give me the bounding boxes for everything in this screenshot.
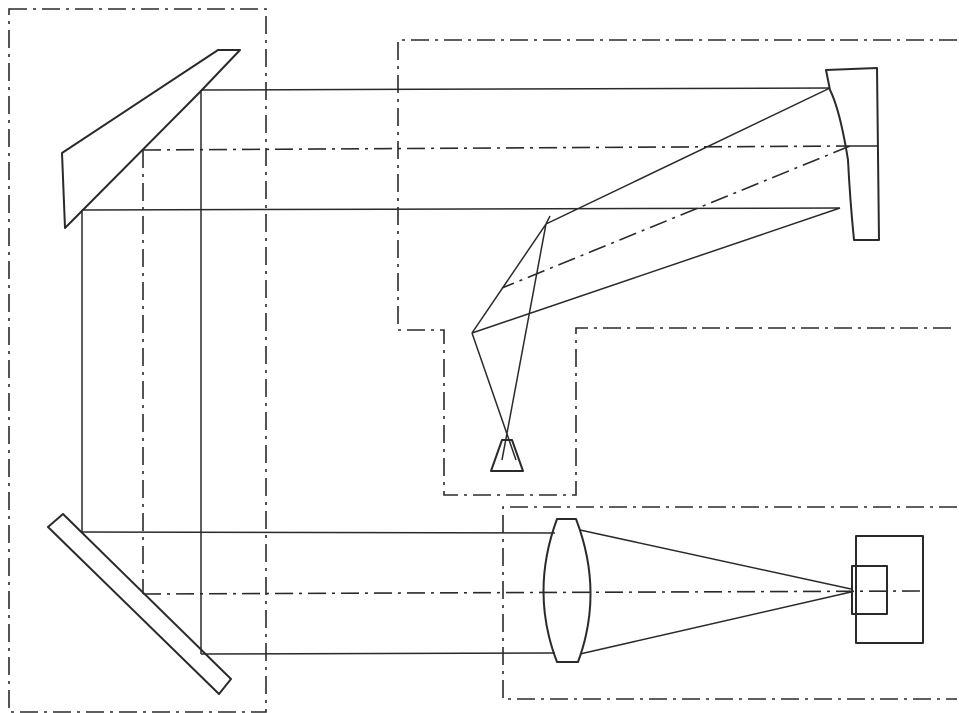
prism-focus-assembly — [471, 215, 551, 472]
objective-lens — [542, 518, 592, 663]
left-housing-outline — [8, 8, 267, 713]
detector-sensor — [851, 565, 888, 615]
lower-ray-bottom — [200, 652, 556, 655]
upper-fold-mirror — [61, 49, 241, 229]
reflected-ray-axis — [501, 145, 851, 289]
prism-left-face — [471, 215, 551, 334]
upper-right-housing-outline — [397, 39, 957, 496]
concave-mirror-body — [825, 67, 880, 241]
lower-ray-top — [81, 531, 556, 534]
upper-horizontal-rays — [81, 87, 851, 211]
prism-crossing-ray-1 — [501, 223, 547, 461]
detector-housing — [855, 535, 924, 644]
reflected-ray-top — [545, 87, 831, 225]
lower-horizontal-rays — [81, 531, 924, 655]
reflected-ray-bottom — [471, 207, 841, 334]
lens-ray-lower — [579, 591, 852, 655]
reflected-rays — [471, 87, 851, 334]
ray-bottom — [81, 207, 841, 211]
lens-converging-rays — [579, 529, 852, 655]
vertical-beam-lines — [81, 90, 202, 654]
focus-wedge — [490, 439, 524, 472]
prism-crossing-ray-2 — [471, 332, 517, 461]
housing-outlines — [8, 8, 957, 713]
ray-axis-upper — [142, 145, 851, 151]
lower-right-housing-outline — [502, 506, 957, 700]
ray-top — [200, 87, 831, 91]
lens-ray-upper — [579, 529, 852, 590]
lower-ray-axis — [142, 590, 924, 595]
detector — [851, 535, 924, 644]
lower-fold-mirror — [47, 513, 232, 695]
concave-mirror — [825, 67, 880, 241]
